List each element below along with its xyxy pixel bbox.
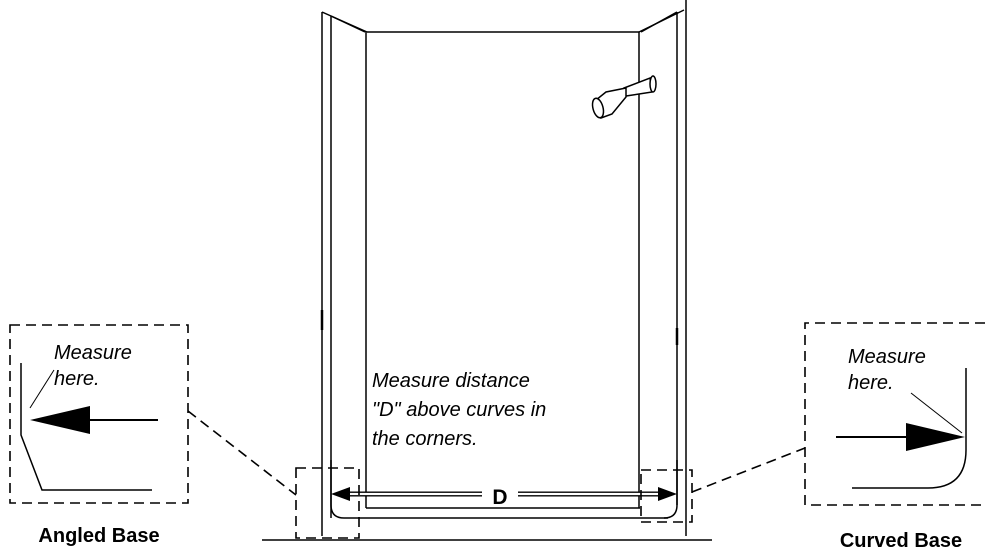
corner-callouts (187, 410, 806, 539)
shower-head-icon (591, 75, 657, 119)
curved-base-caption: Curved Base (840, 530, 962, 552)
curved-measure-line-1: Measure (848, 346, 926, 368)
curved-base-detail: Measure here. Curved Base (804, 322, 985, 552)
center-note-line-3: the corners. (372, 428, 478, 450)
angled-base-caption: Angled Base (38, 525, 159, 547)
angled-measure-line-1: Measure (54, 342, 132, 364)
shower-stall (320, 0, 687, 536)
center-note: Measure distance "D" above curves in the… (372, 370, 546, 450)
dimension-d-label: D (492, 486, 507, 509)
dimension-d: D (331, 486, 677, 509)
center-note-line-1: Measure distance (372, 370, 530, 392)
angled-base-detail: Measure here. Angled Base (9, 324, 189, 547)
angled-measure-line-2: here. (54, 368, 100, 390)
curved-measure-line-2: here. (848, 372, 894, 394)
center-note-line-2: "D" above curves in (372, 399, 546, 421)
